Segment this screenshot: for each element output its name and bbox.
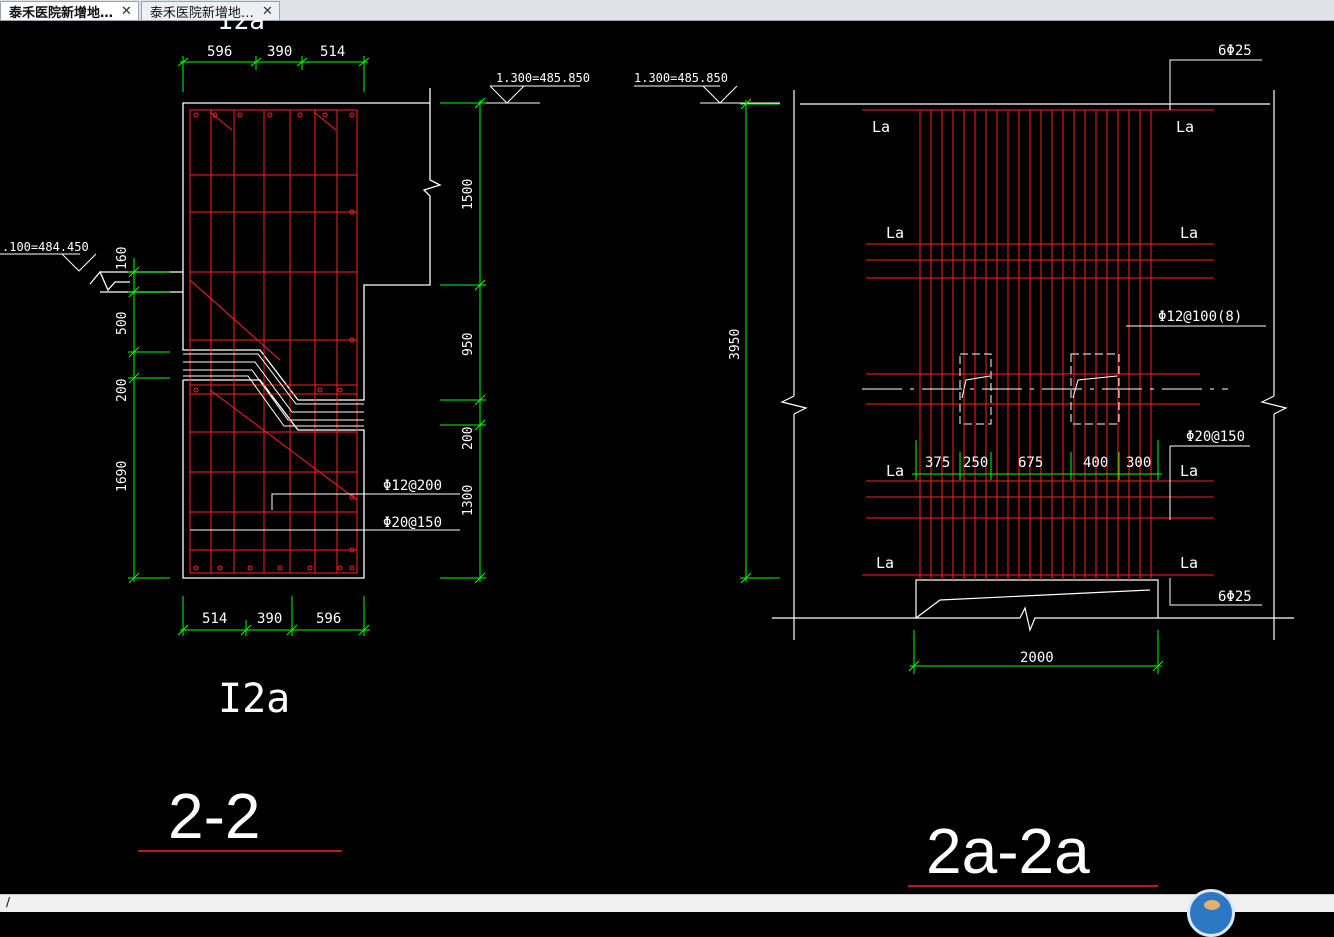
rebar-label: Φ20@150 (383, 515, 442, 531)
dim-text: 200 (461, 427, 476, 450)
horizontal-rebars (862, 109, 1214, 576)
anchor-label: La (872, 118, 890, 136)
elevation-marker-left (0, 253, 97, 272)
dim-text: 3950 (728, 329, 743, 360)
rebar-label: 6Φ25 (1218, 589, 1252, 605)
dim-text: 300 (1126, 455, 1151, 471)
rebar-label: Φ12@200 (383, 478, 442, 494)
rebar-leaders (190, 493, 460, 531)
anchor-label: La (1176, 118, 1194, 136)
rebar-dots (193, 112, 355, 571)
dim-text: 596 (207, 44, 232, 60)
dim-text: 500 (115, 312, 130, 335)
dim-text: 1500 (461, 179, 476, 210)
wall-outline (772, 90, 1294, 640)
tab-label: 泰禾医院新增地… (149, 5, 254, 21)
right-dimension-line (440, 97, 486, 584)
rebar-label: 6Φ25 (1218, 43, 1252, 59)
dim-text: 514 (202, 611, 227, 627)
spacing-dimension-line (912, 440, 1162, 480)
section-title: 2a-2a (926, 815, 1090, 887)
openings (959, 353, 1120, 425)
tab-drawing-2[interactable]: 泰禾医院新增地… ✕ (140, 1, 280, 21)
dim-text: 390 (257, 611, 282, 627)
dim-text: 2000 (1020, 650, 1054, 666)
dim-text: 375 (925, 455, 950, 471)
status-bar: / (0, 894, 1334, 912)
top-dimension-line (177, 56, 370, 92)
dim-text: 390 (267, 44, 292, 60)
cad-drawing-canvas[interactable]: I2a 596 390 514 1.300=485.850 .100 (0, 20, 1334, 894)
dim-text: 1300 (461, 485, 476, 516)
partial-section-label: I2a (218, 20, 265, 36)
dim-text: 675 (1018, 455, 1043, 471)
vertical-rebars (919, 110, 1152, 580)
bent-bars (183, 353, 364, 427)
dim-text: 200 (115, 379, 130, 402)
status-text: / (6, 895, 11, 909)
close-icon[interactable]: ✕ (261, 3, 273, 19)
bottom-dimension-line (177, 596, 370, 636)
rebar-cage-upper (189, 109, 358, 395)
width-dimension-line (908, 630, 1164, 674)
left-section: I2a 596 390 514 1.300=485.850 .100 (0, 20, 590, 852)
tab-label: 泰禾医院新增地… (9, 5, 114, 21)
anchor-label: La (886, 224, 904, 242)
concrete-outline (89, 88, 442, 579)
elevation-marker (445, 85, 580, 104)
anchor-label: La (1180, 462, 1198, 480)
elevation-label: 1.300=485.850 (496, 71, 590, 85)
anchor-label: La (1180, 224, 1198, 242)
globe-icon[interactable] (1187, 889, 1235, 937)
right-section: 1.300=485.850 (634, 43, 1294, 887)
rebar-cage-lower (189, 384, 358, 574)
anchor-label: La (1180, 554, 1198, 572)
left-dimension-line (128, 258, 170, 584)
dim-text: 160 (115, 247, 130, 270)
elevation-marker (634, 85, 780, 104)
column-label: I2a (218, 676, 290, 722)
tab-drawing-1[interactable]: 泰禾医院新增地… ✕ (0, 1, 139, 21)
anchor-label: La (886, 462, 904, 480)
elevation-label: 1.300=485.850 (634, 71, 728, 85)
dim-text: 950 (461, 333, 476, 356)
rebar-label: Φ12@100(8) (1158, 309, 1242, 325)
dim-text: 250 (963, 455, 988, 471)
rebar-label: Φ20@150 (1186, 429, 1245, 445)
dim-text: 514 (320, 44, 345, 60)
section-title: 2-2 (168, 780, 261, 852)
dim-text: 400 (1083, 455, 1108, 471)
height-dimension-line (740, 98, 780, 584)
close-icon[interactable]: ✕ (121, 3, 132, 19)
tab-bar: 泰禾医院新增地… ✕ 泰禾医院新增地… ✕ (0, 0, 1334, 21)
elevation-label: .100=484.450 (2, 240, 89, 254)
anchor-label: La (876, 554, 894, 572)
dim-text: 596 (316, 611, 341, 627)
rebar-leaders (1126, 59, 1266, 606)
dim-text: 1690 (115, 461, 130, 492)
anchor-labels: La La La La La La La La (872, 118, 1198, 572)
